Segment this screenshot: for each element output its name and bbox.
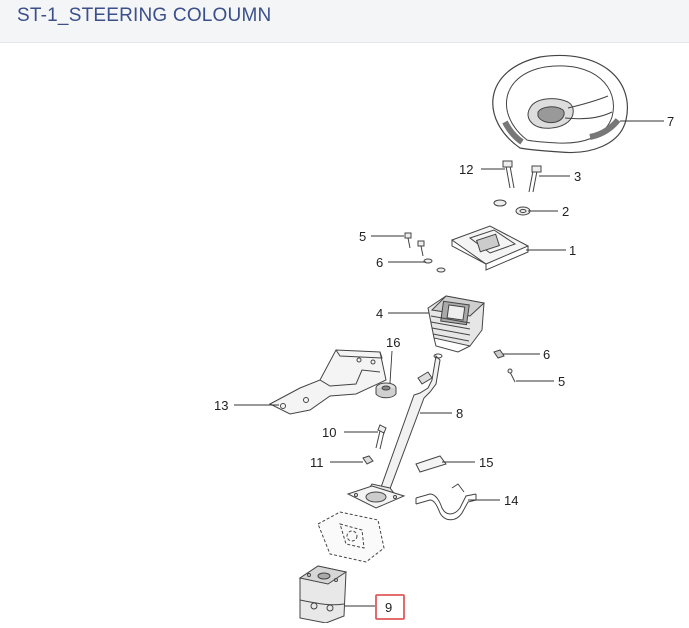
- steering-shaft-part[interactable]: [346, 353, 443, 509]
- callout-15[interactable]: 15: [479, 455, 493, 470]
- nut-11-part[interactable]: [362, 455, 374, 465]
- callout-12[interactable]: 12: [459, 162, 473, 177]
- callout-16[interactable]: 16: [386, 335, 400, 350]
- bolt-10-part[interactable]: [375, 424, 387, 450]
- callout-6-lower[interactable]: 6: [543, 347, 550, 362]
- steering-column-exploded-view: 7 12 3 2 5 1 6 4 16 6 13 5 8 10 11 15 14…: [214, 55, 674, 624]
- mounting-bracket-part[interactable]: [450, 225, 530, 271]
- callout-9[interactable]: 9: [385, 600, 392, 615]
- leader-lines: [234, 120, 664, 607]
- clamp-14-part[interactable]: [415, 483, 477, 521]
- cover-plate-part[interactable]: [415, 455, 447, 473]
- callout-13[interactable]: 13: [214, 398, 228, 413]
- steering-wheel-part[interactable]: [492, 55, 628, 154]
- callout-4[interactable]: 4: [376, 306, 383, 321]
- support-bracket-part[interactable]: [268, 349, 387, 415]
- page-title: ST-1_STEERING COLOUMN: [17, 5, 272, 26]
- bolt-3-part[interactable]: [528, 165, 542, 193]
- parts-diagram: 7 12 3 2 5 1 6 4 16 6 13 5 8 10 11 15 14…: [0, 42, 689, 624]
- steering-unit-part[interactable]: [298, 565, 348, 624]
- column-housing-part[interactable]: [427, 295, 486, 353]
- callout-5-upper[interactable]: 5: [359, 229, 366, 244]
- washer-2-part[interactable]: [493, 199, 531, 216]
- callout-5-lower[interactable]: 5: [558, 374, 565, 389]
- callout-labels: 7 12 3 2 5 1 6 4 16 6 13 5 8 10 11 15 14…: [214, 114, 674, 615]
- screw-5-upper-part[interactable]: [404, 232, 425, 257]
- callout-6-upper[interactable]: 6: [376, 255, 383, 270]
- callout-8[interactable]: 8: [456, 406, 463, 421]
- bolt-12-part[interactable]: [502, 160, 515, 189]
- washer-6-upper-part[interactable]: [423, 258, 446, 273]
- rubber-bush-part[interactable]: [375, 382, 397, 399]
- callout-2[interactable]: 2: [562, 204, 569, 219]
- callout-14[interactable]: 14: [504, 493, 518, 508]
- washer-6-lower-part[interactable]: [493, 349, 505, 359]
- screw-5-lower-part[interactable]: [507, 368, 516, 383]
- lower-bracket-part[interactable]: [317, 511, 385, 563]
- callout-10[interactable]: 10: [322, 425, 336, 440]
- callout-7[interactable]: 7: [667, 114, 674, 129]
- callout-11[interactable]: 11: [310, 455, 324, 470]
- callout-3[interactable]: 3: [574, 169, 581, 184]
- callout-1[interactable]: 1: [569, 243, 576, 258]
- page-header: ST-1_STEERING COLOUMN: [0, 0, 689, 43]
- highlight-box: [375, 594, 405, 620]
